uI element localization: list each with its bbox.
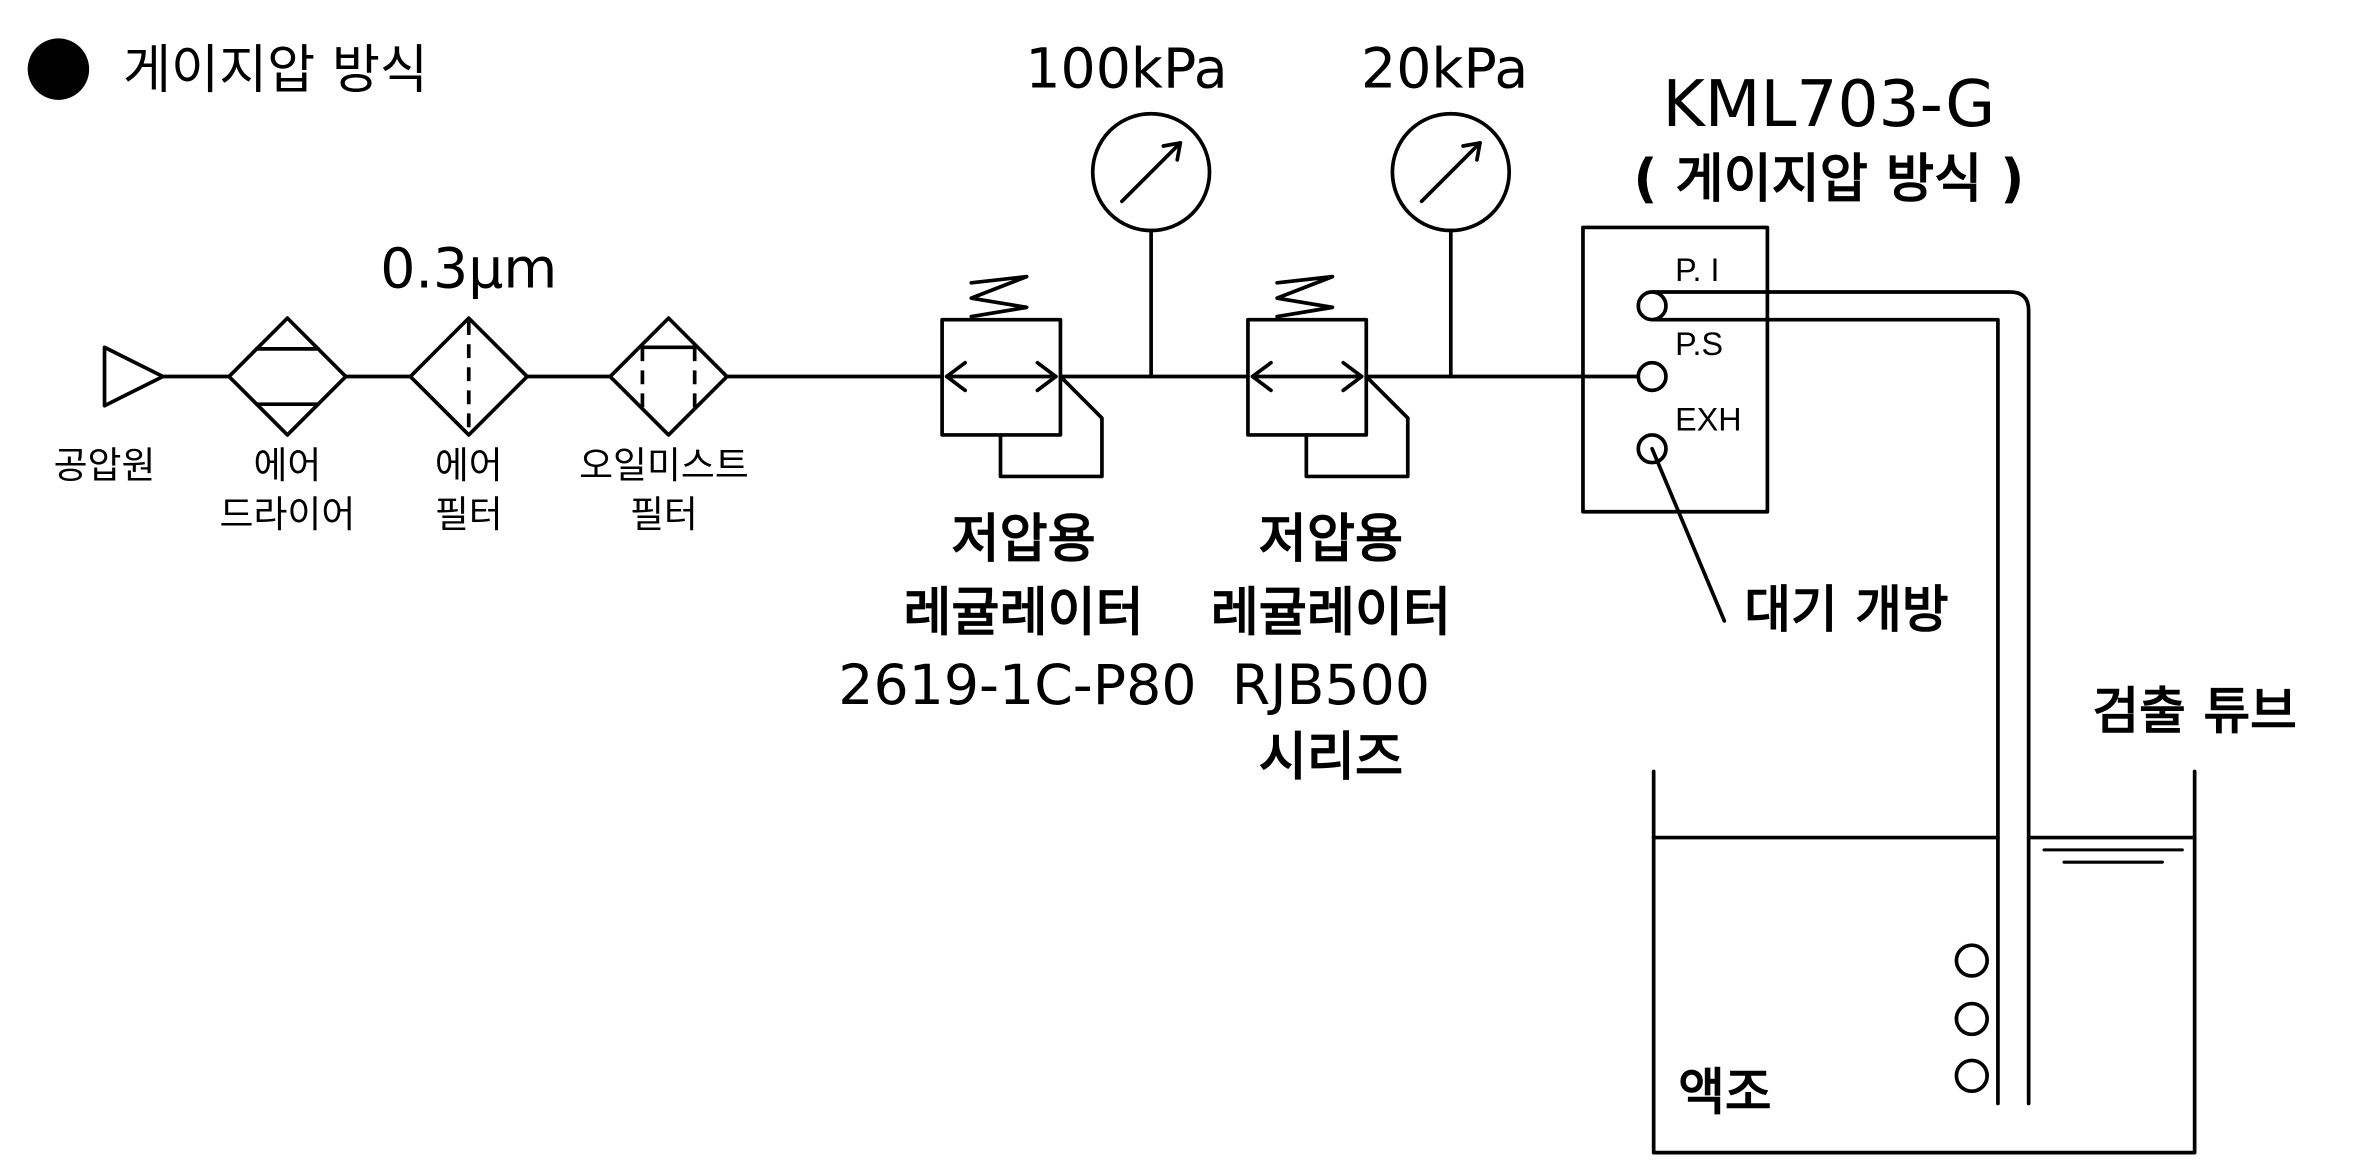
mist-filter-diamond-icon [608,316,729,437]
device-mode-label: ( 게이지압 방식 ) [1633,150,2024,210]
pressure-gauge-2: 20kPa [1361,38,1528,379]
port-ps-label: P.S [1675,326,1723,362]
arrow-right-icon [1035,360,1058,393]
regulator-label-line-2: 레귤레이터 [903,583,1143,643]
air-dryer: 에어 드라이어 [220,316,356,536]
gauge-needle-arrowhead-icon [1461,141,1482,162]
gauge-needle-arrowhead-icon [1161,141,1183,162]
regulator-series-label: 시리즈 [1259,728,1403,788]
exhaust-note: 대기 개방 [1744,580,1948,639]
air-source-triangle-icon [102,345,165,408]
detection-tube-inner-line [1650,317,2000,1106]
mist-filter-label-line-1: 오일미스트 [579,444,749,487]
air-source-label: 공압원 [54,444,156,487]
device-body [1581,225,1770,514]
tank-walls [1651,769,2197,1155]
level-sensor-device: KML703-G ( 게이지압 방식 ) P. I P.S EXH [1581,67,2031,1106]
regulator-spring-icon [969,274,1029,319]
exhaust-leader-line [1650,446,1727,623]
arrow-left-icon [1250,360,1273,393]
detection-tube-label: 검출 튜브 [2093,681,2297,740]
mist-filter-label-line-2: 필터 [630,493,698,536]
diagram-title: 게이지압 방식 [27,38,428,101]
liquid-tank: 액조 [1651,769,2197,1155]
detection-tube-outer-line [1650,290,2031,1106]
gauge-value-label: 20kPa [1361,38,1528,102]
filled-circle-icon [27,38,90,100]
arrow-right-icon [1341,360,1364,393]
port-exh-label: EXH [1675,401,1741,437]
bubble-icon [1954,943,1990,978]
device-model-label: KML703-G [1662,67,1995,142]
regulator-model-label: RJB500 [1232,654,1430,718]
bubble-icon [1954,1058,1990,1094]
air-source: 공압원 [54,345,165,487]
port-ps-circle [1636,360,1668,393]
air-filter-rating: 0.3μm [380,237,557,301]
arrow-left-icon [944,360,968,393]
exhaust-callout: 대기 개방 [1650,446,1949,639]
gauge-needle [1419,141,1482,204]
air-dryer-label-line-2: 드라이어 [220,493,356,536]
regulator-label-line-2: 레귤레이터 [1211,583,1451,643]
regulator-feedback-line [998,374,1104,479]
air-dryer-label-line-1: 에어 [253,444,321,487]
pressure-gauge-1: 100kPa [1025,38,1228,379]
air-dryer-diamond-icon [227,316,348,437]
gauge-value-label: 100kPa [1025,38,1227,102]
air-filter-label-line-1: 에어 [435,444,503,487]
title-text: 게이지압 방식 [123,41,428,101]
bubble-icon [1954,1001,1990,1037]
regulator-feedback-line [1304,374,1410,479]
regulator-label-line-1: 저압용 [951,509,1095,569]
regulator-model-label: 2619-1C-P80 [838,654,1196,718]
port-pi-label: P. I [1675,252,1719,288]
regulator-spring-icon [1275,274,1335,319]
regulator-label-line-1: 저압용 [1259,509,1403,569]
gauge-needle [1120,141,1183,204]
regulator-2: 저압용 레귤레이터 RJB500 시리즈 [1211,274,1451,788]
air-filter: 0.3μm 에어 필터 [380,237,557,536]
tank-label: 액조 [1678,1063,1771,1122]
air-filter-label-line-2: 필터 [435,493,503,536]
port-pi-circle [1636,290,1668,322]
mist-filter: 오일미스트 필터 [579,316,749,536]
regulator-1: 저압용 레귤레이터 2619-1C-P80 [838,274,1197,718]
